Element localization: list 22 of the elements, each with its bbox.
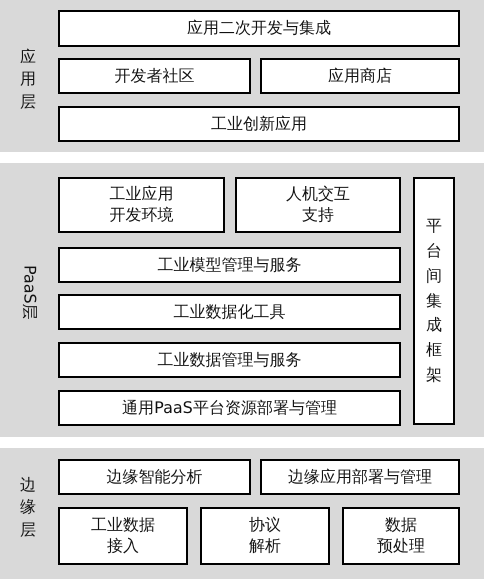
module-box: 通用PaaS平台资源部署与管理 [58,390,401,426]
module-box: 工业数据接入 [58,507,188,565]
module-box: 工业模型管理与服务 [58,247,401,283]
module-box: 数据预处理 [342,507,460,565]
module-box: 边缘智能分析 [58,459,251,495]
module-box: 应用商店 [260,58,460,94]
module-box: 协议解析 [200,507,330,565]
layer-band [0,163,484,437]
module-box: 平台间集成框架 [413,177,455,425]
module-box: 边缘应用部署与管理 [260,459,460,495]
module-box: 工业数据化工具 [58,294,401,330]
module-box: 工业应用开发环境 [58,177,225,233]
layer-band [0,448,484,579]
layer-label: 边缘层 [20,474,37,541]
module-box: 应用二次开发与集成 [58,10,460,47]
module-box: 人机交互支持 [235,177,401,233]
module-box: 工业数据管理与服务 [58,342,401,378]
module-box: 开发者社区 [58,58,251,94]
layer-band [0,0,484,152]
layer-label: PaaS层 [20,265,38,320]
layer-label: 应用层 [20,46,37,113]
module-box: 工业创新应用 [58,106,460,142]
